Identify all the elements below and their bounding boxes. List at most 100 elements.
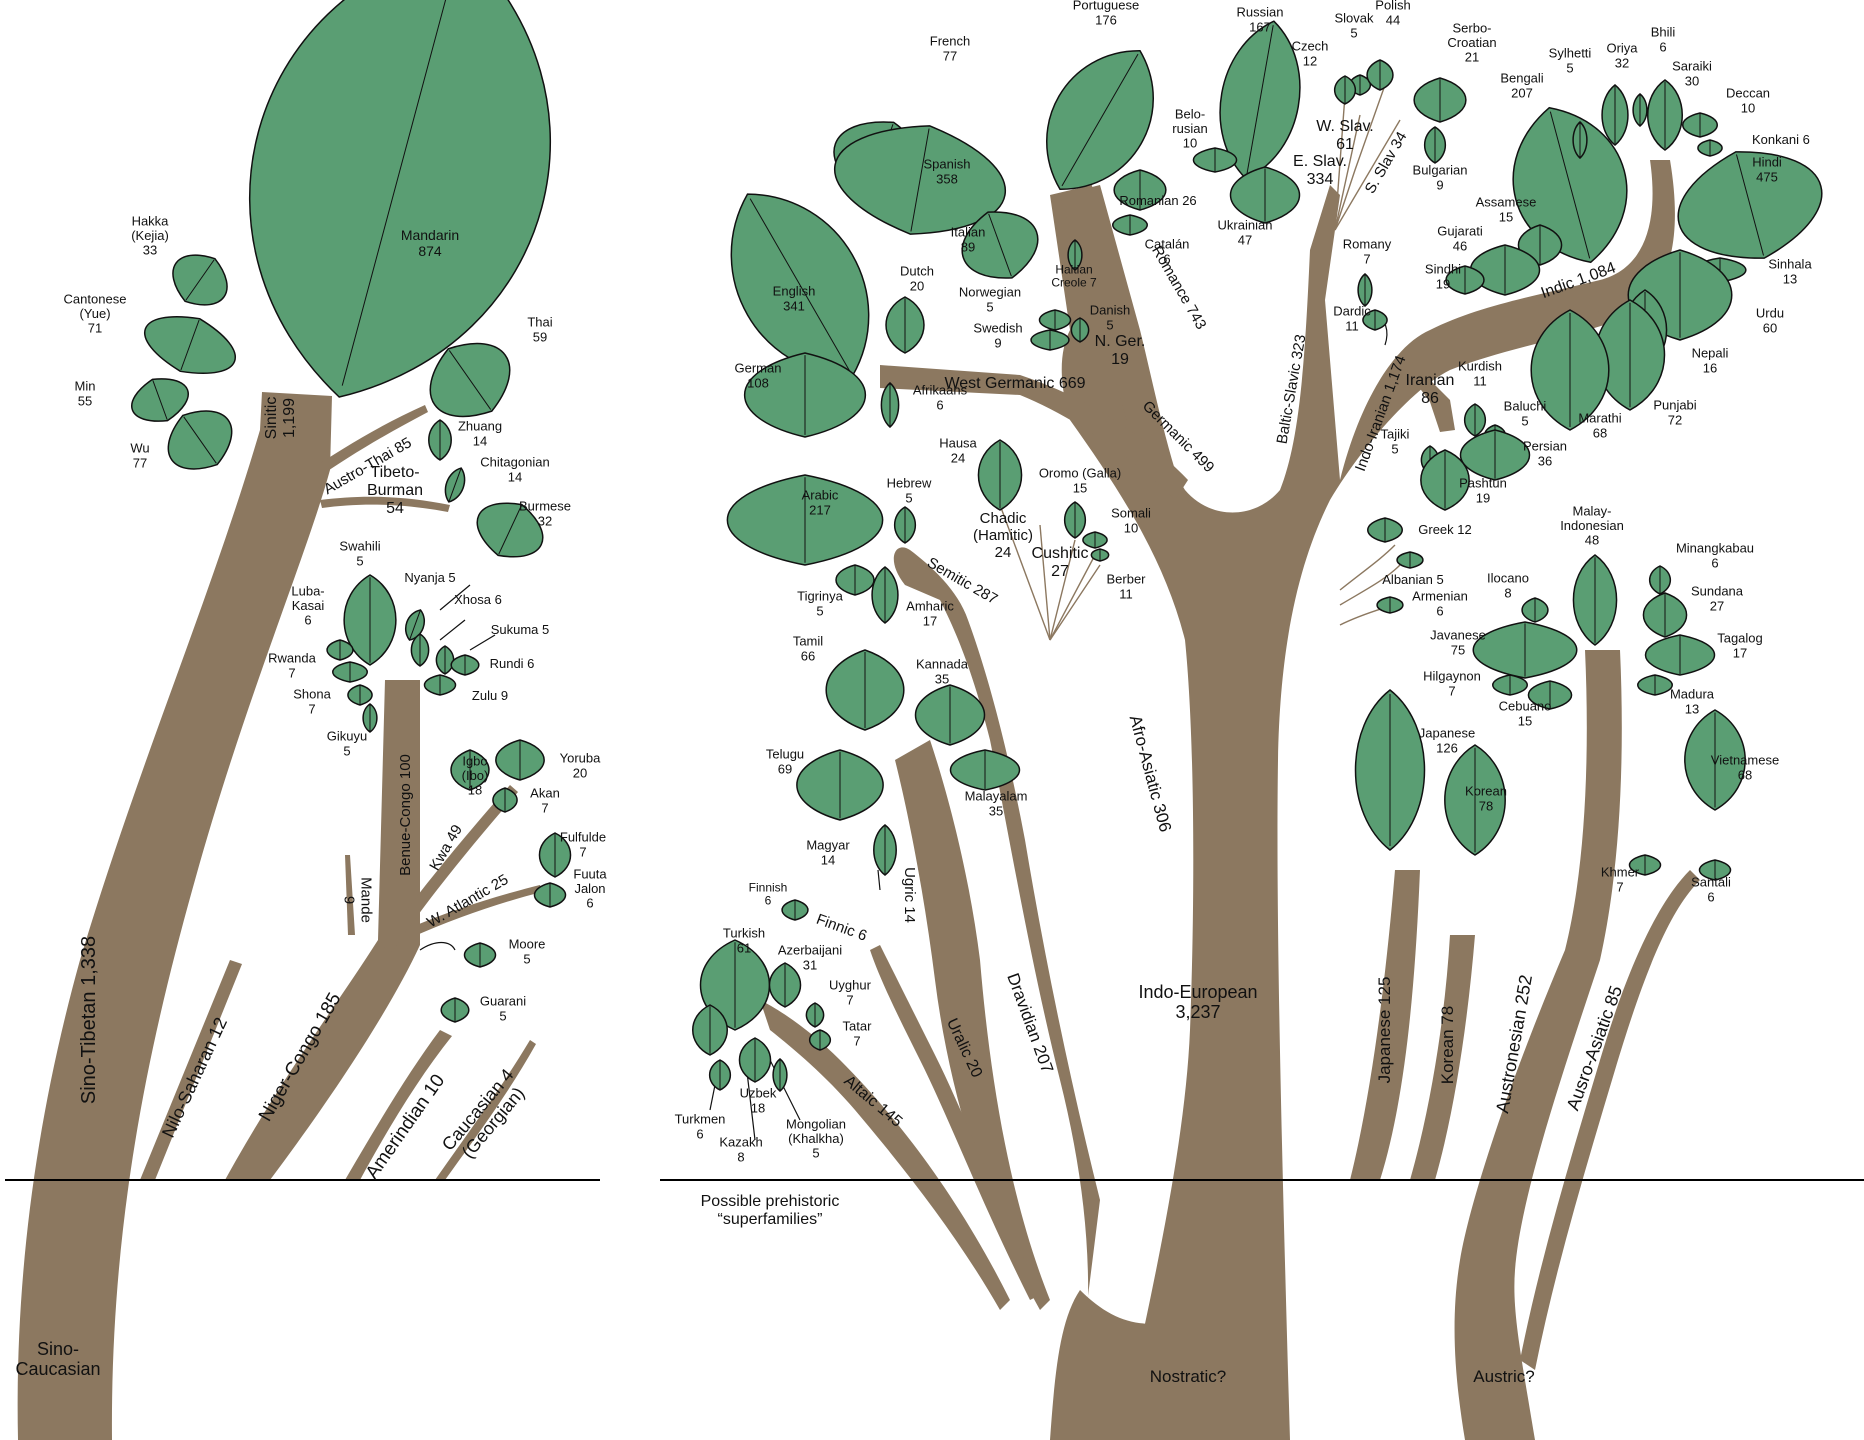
superfamily-label-nostratic: Nostratic? [1150, 1367, 1227, 1386]
label-french: French77 [930, 34, 970, 64]
label-sukuma: Sukuma 5 [491, 622, 550, 637]
label-rwanda-line: Rwanda [268, 651, 316, 666]
label-khmer-line: 7 [1616, 879, 1623, 894]
label-tamil-line: 66 [801, 648, 815, 663]
label-pashtun: Pashtun19 [1459, 476, 1507, 506]
superfamilies-caption-line: Possible prehistoric [701, 1193, 840, 1210]
leaf-javanese [1473, 622, 1577, 678]
label-hausa-line: 24 [951, 450, 965, 465]
label-cantonese-yue: Cantonese(Yue)71 [64, 291, 127, 335]
leaf-albanian [1397, 552, 1423, 568]
label-korean-line: Korean [1465, 784, 1507, 799]
label-norwegian: Norwegian5 [959, 285, 1021, 315]
label-polish-line: 44 [1386, 12, 1400, 27]
label-minangkabau-line: 6 [1711, 555, 1718, 570]
label-turkmen-line: 6 [696, 1126, 703, 1141]
label-oriya-line: Oriya [1606, 41, 1638, 56]
label-bulgarian-line: Bulgarian [1413, 163, 1468, 178]
label-hilgaynon-line: 7 [1448, 683, 1455, 698]
label-min-line: Min [75, 379, 96, 394]
branch-label-nilo-saharan-line: Nilo-Saharan 12 [158, 1014, 231, 1140]
leaf-magyar [874, 825, 896, 875]
label-romany: Romany7 [1343, 237, 1392, 267]
label-vietnamese-line: Vietnamese [1711, 753, 1779, 768]
label-sundana-line: Sundana [1691, 584, 1744, 599]
branch-label-chadic-hamitic-line: (Hamitic) [973, 527, 1033, 544]
label-amharic-line: Amharic [906, 599, 954, 614]
label-swahili-line: 5 [356, 553, 363, 568]
label-haitian-creole: HaitianCreole 7 [1051, 262, 1097, 289]
label-rundi: Rundi 6 [490, 656, 535, 671]
leaf-bhili [1633, 94, 1647, 126]
leaf-moore [464, 943, 495, 967]
leaf-luba-kasai [327, 640, 353, 660]
leaf-blade [198, 0, 603, 435]
label-sundana-line: 27 [1710, 598, 1724, 613]
branch-label-caucasian: Caucasian 4(Georgian) [438, 1065, 533, 1167]
leaf-rundi [451, 655, 479, 675]
label-serbo-croatian-line: Serbo- [1452, 20, 1491, 35]
leaf-hilgaynon [1493, 675, 1528, 695]
branch-label-ugric-line: Ugric 14 [901, 867, 918, 923]
leaf-shona [348, 685, 372, 705]
superfamily-label-austric-line: Austric? [1473, 1367, 1534, 1386]
leaf-japanese [1356, 690, 1425, 850]
label-malay-indonesian-line: Malay- [1572, 503, 1611, 518]
label-urdu-line: Urdu [1756, 306, 1784, 321]
label-ukrainian-line: 47 [1238, 232, 1252, 247]
leaf-rwanda [333, 662, 368, 682]
label-gikuyu-line: 5 [343, 743, 350, 758]
label-ilocano-line: Ilocano [1487, 571, 1529, 586]
label-malay-indonesian: Malay-Indonesian48 [1560, 503, 1624, 547]
branch-label-korean: Korean 78 [1438, 1006, 1457, 1084]
label-portuguese-line: Portuguese [1073, 0, 1140, 13]
label-hakka-kejia: Hakka(Kejia)33 [131, 213, 169, 257]
label-portuguese-line: 176 [1095, 12, 1117, 27]
label-romany-line: Romany [1343, 237, 1392, 252]
label-spanish-line: Spanish [924, 157, 971, 172]
label-kannada-line: Kannada [916, 657, 969, 672]
branch-label-benue-congo: Benue-Congo 100 [397, 754, 414, 876]
branch-label-cushitic: Cushitic27 [1032, 545, 1089, 580]
label-santali: Santali6 [1691, 875, 1731, 905]
label-oriya-line: 32 [1615, 55, 1629, 70]
label-russian-line: 167 [1249, 19, 1271, 34]
label-romany-line: 7 [1363, 251, 1370, 266]
connector-line-3 [1040, 525, 1050, 640]
label-wu-line: 77 [133, 455, 147, 470]
label-kannada-line: 35 [935, 671, 949, 686]
superfamily-label-nostratic-line: Nostratic? [1150, 1367, 1227, 1386]
branch-label-s-slav: S. Slav 34 [1362, 129, 1411, 197]
leaf-ukrainian [1231, 167, 1300, 223]
label-gujarati-line: Gujarati [1437, 224, 1483, 239]
branch-label-afro-asiatic: Afro-Asiatic 306 [1126, 713, 1175, 834]
branch-label-romance-line: Romance 743 [1148, 243, 1209, 332]
label-javanese-line: Javanese [1430, 628, 1486, 643]
label-uyghur: Uyghur7 [829, 978, 872, 1008]
leaf-uzbek [739, 1038, 770, 1082]
label-baluchi: Baluchi5 [1504, 399, 1547, 429]
branch-label-w-slav: W. Slav.61 [1316, 118, 1374, 153]
label-tigrinya-line: 5 [816, 603, 823, 618]
branch-shape-8 [345, 1030, 452, 1180]
label-zhuang-line: 14 [473, 433, 487, 448]
label-somali-line: 10 [1124, 520, 1138, 535]
label-bhili-line: Bhili [1651, 25, 1676, 40]
label-magyar: Magyar14 [806, 838, 850, 868]
leaf-fuuta-jalon [534, 883, 565, 907]
label-magyar-line: 14 [821, 852, 835, 867]
label-dardic-line: 11 [1345, 318, 1359, 333]
branch-label-sino-tibetan: Sino-Tibetan 1,338 [78, 936, 100, 1104]
label-romanian-line: Romanian 26 [1119, 193, 1196, 208]
leaf-ilocano [1522, 598, 1548, 622]
superfamilies-caption-line: “superfamilies” [718, 1211, 823, 1228]
leaf-xhosa [411, 634, 428, 666]
connector-line-16 [420, 943, 455, 951]
leaf-oriya [1602, 85, 1628, 145]
leaf-persian [1461, 430, 1530, 480]
branch-label-n-ger-line: 19 [1111, 351, 1129, 368]
label-marathi-line: Marathi [1578, 411, 1621, 426]
